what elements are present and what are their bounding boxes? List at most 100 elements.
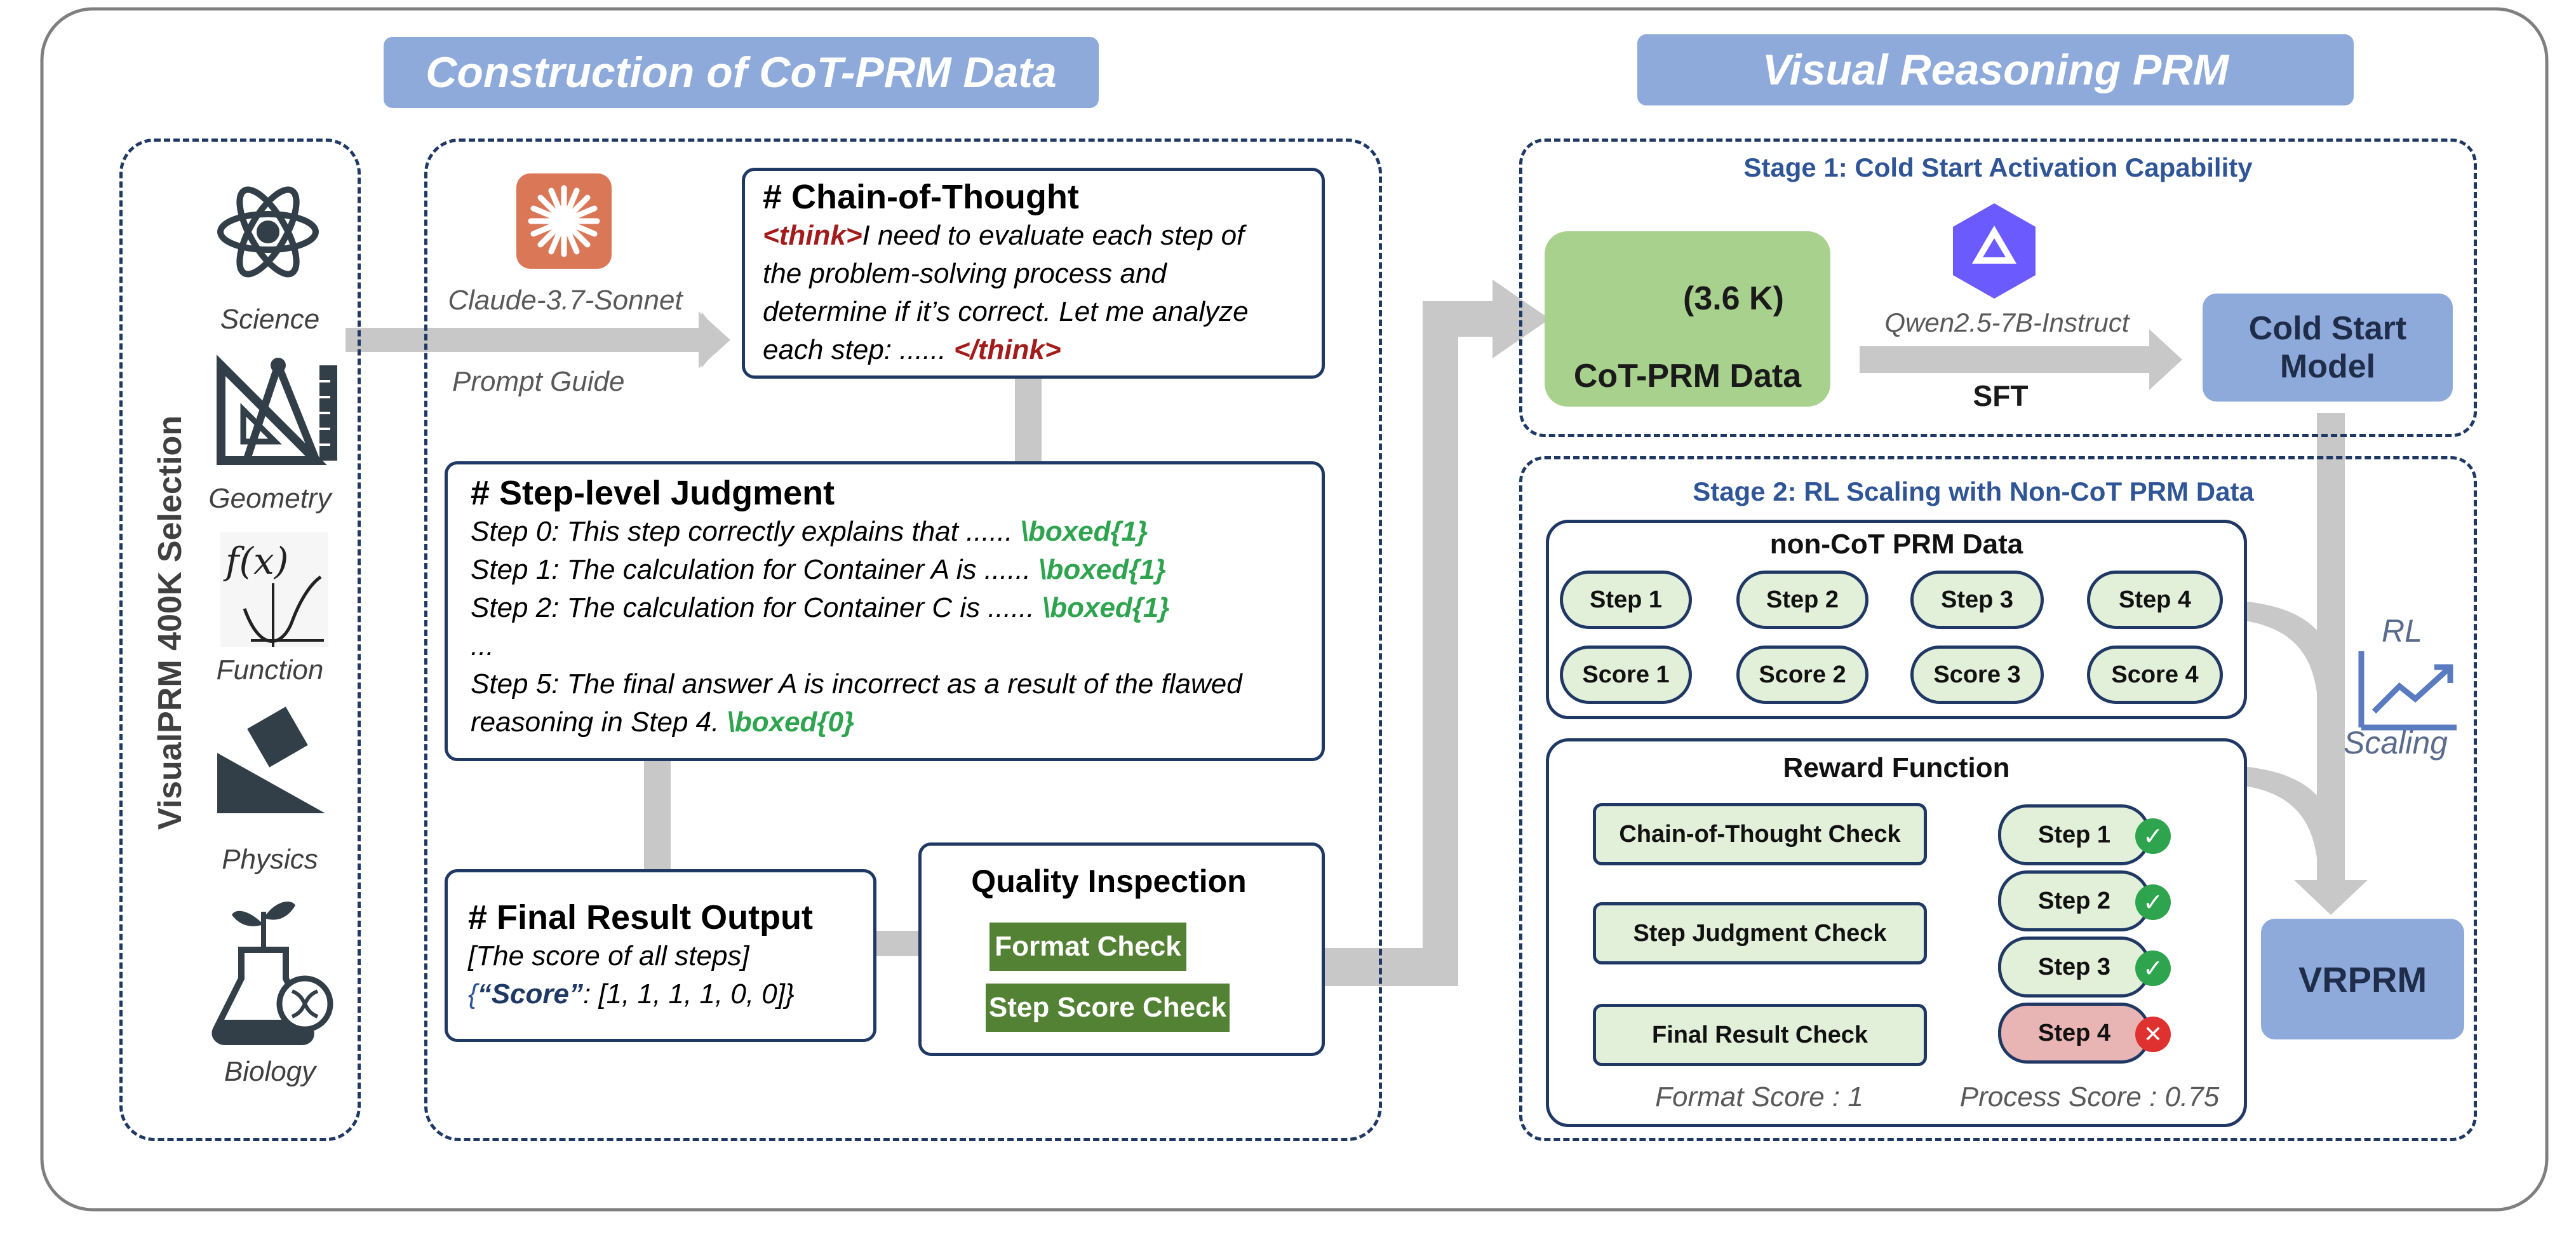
reward-step-2: Step 2 bbox=[1998, 870, 2150, 931]
scaling-label: Scaling bbox=[2344, 725, 2448, 761]
left-panel-title: Construction of CoT-PRM Data bbox=[384, 37, 1099, 108]
cot-line-1: I need to evaluate each step of bbox=[862, 220, 1245, 251]
category-geometry-label: Geometry bbox=[208, 483, 332, 514]
rl-scaling-chart-icon bbox=[2358, 651, 2457, 731]
compass-ruler-icon bbox=[217, 355, 337, 465]
chain-step-3: Step 3 bbox=[1910, 571, 2044, 629]
chain-step-1: Step 1 bbox=[1560, 571, 1692, 629]
category-physics-label: Physics bbox=[222, 844, 318, 875]
qwen-model-label: Qwen2.5-7B-Instruct bbox=[1884, 308, 2130, 337]
step-judgment-heading: # Step-level Judgment bbox=[471, 474, 835, 512]
judgment-boxed-0: \boxed{1} bbox=[1020, 516, 1148, 547]
svg-text:f(x): f(x) bbox=[223, 539, 288, 583]
non-cot-data-title: non-CoT PRM Data bbox=[1769, 529, 2023, 560]
cold-start-line-2: Model bbox=[2279, 348, 2376, 385]
cot-prm-data-label: CoT-PRM Data bbox=[1573, 358, 1802, 395]
stage2-title: Stage 2: RL Scaling with Non-CoT PRM Dat… bbox=[1693, 477, 2254, 506]
arrow-data-head bbox=[2149, 329, 2182, 390]
chain-score-3: Score 3 bbox=[1910, 646, 2044, 704]
judgment-boxed-2: \boxed{1} bbox=[1042, 592, 1170, 623]
step-2-correct-icon: ✓ bbox=[2135, 884, 2171, 920]
arrow-quality-vertical bbox=[1423, 301, 1458, 986]
score-key: “Score” bbox=[477, 978, 583, 1010]
process-score-label: Process Score : 0.75 bbox=[1959, 1081, 2220, 1113]
step-4-incorrect-icon: ✕ bbox=[2135, 1017, 2171, 1052]
arrow-categories-to-claude bbox=[345, 328, 701, 352]
cot-line-2: the problem-solving process and bbox=[763, 258, 1167, 289]
arrow-quality-top bbox=[1423, 301, 1499, 337]
category-selection-panel bbox=[119, 139, 361, 1141]
stage1-title: Stage 1: Cold Start Activation Capabilit… bbox=[1743, 152, 2253, 182]
judgment-line-0: Step 0: This step correctly explains tha… bbox=[471, 516, 1013, 547]
judgment-line-5a: Step 5: The final answer A is incorrect … bbox=[471, 668, 1242, 700]
final-result-line-1: [The score of all steps] bbox=[468, 940, 749, 971]
cot-line-3: determine if it’s correct. Let me analyz… bbox=[763, 296, 1249, 327]
judgment-line-5b: reasoning in Step 4. bbox=[471, 707, 720, 738]
step-1-correct-icon: ✓ bbox=[2135, 818, 2171, 854]
reward-step-4: Step 4 bbox=[1998, 1003, 2150, 1064]
stage2-panel bbox=[1519, 456, 2477, 1141]
function-graph-icon: f(x) bbox=[220, 532, 328, 647]
judgment-line-ellipsis: ... bbox=[471, 630, 494, 661]
arrow-data-to-coldstart bbox=[1860, 346, 2152, 373]
sft-label: SFT bbox=[1973, 379, 2029, 412]
incline-block-icon bbox=[217, 707, 325, 813]
arrow-noncot-merge bbox=[2236, 600, 2344, 705]
format-score-label: Format Score : 1 bbox=[1655, 1081, 1863, 1113]
stage1-panel bbox=[1519, 139, 2477, 437]
chain-score-2: Score 2 bbox=[1736, 646, 1868, 704]
category-function-label: Function bbox=[216, 654, 324, 686]
step-3-correct-icon: ✓ bbox=[2135, 950, 2171, 986]
chain-of-thought-box: # Chain-of-Thought <think>I need to eval… bbox=[742, 168, 1325, 379]
judgment-boxed-5: \boxed{0} bbox=[727, 707, 855, 738]
score-value: : [1, 1, 1, 1, 0, 0]} bbox=[583, 978, 795, 1010]
rl-label: RL bbox=[2382, 613, 2422, 649]
think-open-tag: <think> bbox=[763, 220, 862, 251]
judgment-line-1: Step 1: The calculation for Container A … bbox=[471, 554, 1031, 585]
cold-start-line-1: Cold Start bbox=[2248, 310, 2407, 347]
selection-label: VisualPRM 400K Selection bbox=[152, 415, 189, 830]
qwen-logo-icon bbox=[1953, 203, 2036, 299]
arrow-reward-merge bbox=[2236, 766, 2344, 870]
cot-prm-data-box bbox=[1545, 231, 1830, 407]
step-judgment-check-box: Step Judgment Check bbox=[1593, 902, 1927, 964]
chain-score-1: Score 1 bbox=[1560, 646, 1692, 704]
claude-model-label: Claude-3.7-Sonnet bbox=[448, 285, 683, 316]
reward-step-1: Step 1 bbox=[1998, 804, 2150, 865]
reward-function-title: Reward Function bbox=[1783, 752, 2010, 783]
chain-step-2: Step 2 bbox=[1736, 571, 1868, 629]
arrow-coldstart-head bbox=[2294, 880, 2368, 915]
prompt-guide-label: Prompt Guide bbox=[452, 366, 625, 397]
quality-inspection-heading: Quality Inspection bbox=[971, 863, 1247, 899]
category-science-label: Science bbox=[220, 304, 320, 335]
format-check-badge: Format Check bbox=[989, 923, 1186, 971]
cot-check-box: Chain-of-Thought Check bbox=[1593, 803, 1927, 865]
step-judgment-box: # Step-level Judgment Step 0: This step … bbox=[445, 461, 1325, 761]
cot-prm-data-count: (3.6 K) bbox=[1683, 280, 1784, 317]
final-result-heading: # Final Result Output bbox=[468, 898, 814, 937]
cot-heading: # Chain-of-Thought bbox=[763, 178, 1079, 216]
construction-panel bbox=[424, 139, 1382, 1141]
step-score-check-badge: Step Score Check bbox=[986, 984, 1230, 1032]
right-panel-title: Visual Reasoning PRM bbox=[1637, 34, 2354, 105]
vrprm-model-box: VRPRM bbox=[2261, 919, 2464, 1039]
judgment-line-2: Step 2: The calculation for Container C … bbox=[471, 592, 1035, 623]
score-brace-open: { bbox=[468, 978, 478, 1010]
arrow-cot-to-judgment bbox=[1015, 375, 1042, 470]
final-result-box: # Final Result Output [The score of all … bbox=[445, 869, 876, 1042]
think-close-tag: </think> bbox=[953, 334, 1061, 365]
arrow-judgment-to-final bbox=[644, 742, 671, 876]
cot-line-4: each step: ...... bbox=[763, 334, 946, 365]
chain-step-4: Step 4 bbox=[2087, 571, 2223, 629]
final-result-check-box: Final Result Check bbox=[1593, 1004, 1927, 1066]
category-biology-label: Biology bbox=[224, 1056, 316, 1087]
reward-step-3: Step 3 bbox=[1998, 937, 2150, 998]
judgment-boxed-1: \boxed{1} bbox=[1038, 554, 1166, 585]
claude-logo-icon bbox=[516, 173, 612, 269]
arrow-categories-tip bbox=[699, 311, 730, 369]
chain-score-4: Score 4 bbox=[2087, 646, 2223, 704]
flask-plant-icon bbox=[211, 902, 333, 1045]
cold-start-model-box: Cold Start Model bbox=[2203, 294, 2453, 402]
outer-frame bbox=[40, 7, 2549, 1212]
